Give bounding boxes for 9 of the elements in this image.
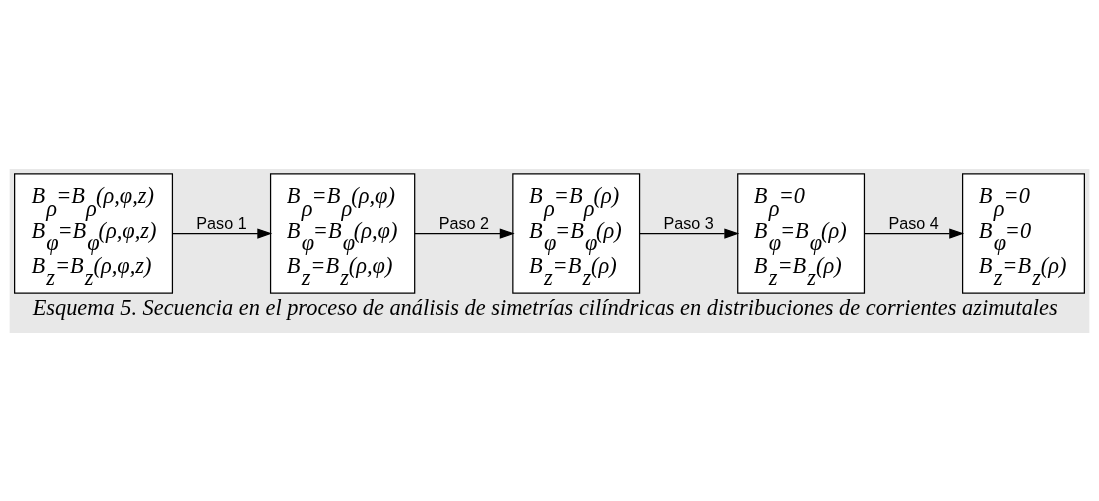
edge-label: Paso 4	[888, 213, 939, 232]
edge-label: Paso 3	[663, 213, 714, 232]
edge-label: Paso 2	[438, 213, 489, 232]
arrow	[171, 227, 273, 239]
edge-label: Paso 1	[196, 213, 247, 232]
caption: Esquema 5. Secuencia en el proceso de análisis de simetrías cilíndricas en distribuciones de corrientes azimutales	[32, 294, 1058, 320]
arrow	[864, 227, 965, 239]
arrow	[639, 227, 740, 239]
arrow	[414, 227, 515, 239]
